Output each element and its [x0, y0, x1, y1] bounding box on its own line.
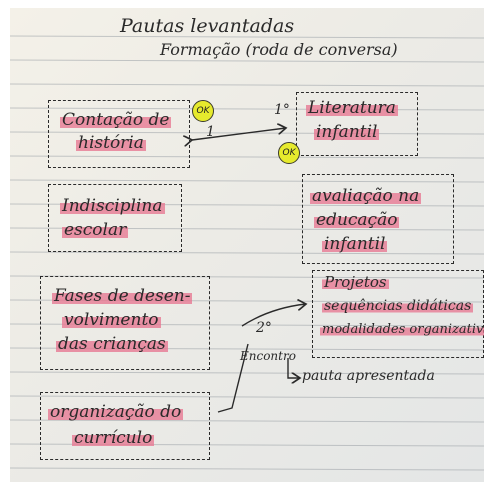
topic-fases-line3: das crianças — [56, 334, 168, 354]
priority-number-2: 2° — [256, 320, 272, 336]
topic-fases-line1: Fases de desen- — [52, 286, 193, 306]
ruled-line — [10, 179, 484, 183]
ruled-line — [10, 251, 484, 255]
box-literatura — [296, 92, 418, 156]
topic-contacao-line1: Contação de — [60, 110, 172, 130]
topic-fases-line2: volvimento — [62, 310, 161, 330]
ok-badge-literatura: OK — [278, 142, 300, 164]
topic-curriculo-line1: organização do — [48, 402, 184, 422]
topic-literatura-line1: Literatura — [306, 98, 398, 118]
topic-indisciplina-line1: Indisciplina — [60, 196, 165, 216]
ruled-line — [10, 107, 484, 111]
connector-arrows — [10, 8, 484, 413]
note-encontro: Encontro — [240, 349, 296, 363]
notebook-photo: Pautas levantadas Formação (roda de conv… — [10, 8, 484, 482]
ruled-line — [10, 395, 484, 399]
priority-number-1: 1° — [274, 102, 290, 118]
topic-projetos-line2: sequências didáticas — [322, 298, 474, 314]
topic-contacao-line2: história — [76, 133, 146, 153]
topic-literatura-line2: infantil — [314, 122, 380, 142]
ruled-line — [10, 155, 484, 159]
box-avaliacao — [302, 174, 454, 264]
ruled-line — [10, 467, 484, 471]
page-subtitle: Formação (roda de conversa) — [160, 40, 398, 59]
topic-avaliacao-line1: avaliação na — [310, 186, 422, 206]
topic-avaliacao-line2: educação — [314, 210, 400, 230]
arrow-to-projetos — [241, 304, 306, 327]
topic-indisciplina-line2: escolar — [62, 220, 129, 240]
box-projetos — [312, 270, 484, 358]
topic-avaliacao-line3: infantil — [322, 234, 388, 254]
ruled-line — [10, 59, 484, 63]
box-fases — [40, 276, 210, 370]
page-title: Pautas levantadas — [120, 15, 295, 37]
topic-projetos-line3: modalidades organizativas — [320, 320, 484, 340]
arrow-to-pauta — [287, 358, 300, 378]
ruled-line — [10, 35, 484, 39]
arrow-curriculo-link — [217, 343, 249, 413]
note-pauta-apresentada: pauta apresentada — [302, 368, 435, 384]
topic-curriculo-line2: currículo — [72, 428, 155, 448]
ruled-line — [10, 83, 484, 87]
box-indisciplina — [48, 184, 182, 252]
ok-badge-contacao: OK — [192, 100, 214, 122]
ruled-line — [10, 371, 484, 375]
box-curriculo — [40, 392, 210, 460]
double-arrow-contacao-literatura — [192, 128, 286, 140]
topic-projetos-line1: Projetos — [322, 273, 389, 291]
